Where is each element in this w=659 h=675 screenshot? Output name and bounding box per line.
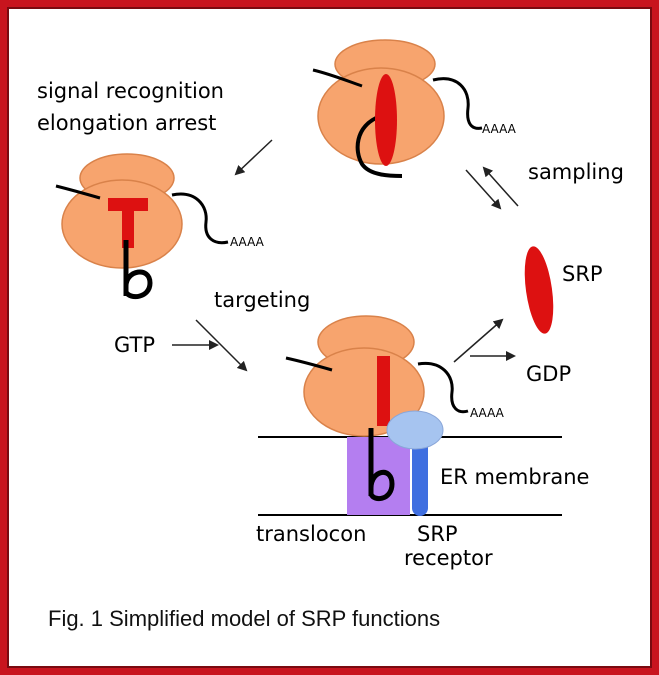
arrow-recognition xyxy=(234,139,273,176)
arrow-srp-release xyxy=(453,318,504,363)
label-gdp: GDP xyxy=(526,362,571,386)
label-translocon: translocon xyxy=(256,522,366,546)
ribosome-top xyxy=(312,39,483,178)
srp-receptor-stem xyxy=(412,438,428,516)
srp-particle-left-stem xyxy=(122,198,134,248)
arrow-sampling-in xyxy=(482,166,519,207)
srp-particle-free xyxy=(524,246,554,334)
srp-particle-bottom xyxy=(377,356,390,426)
label-gtp: GTP xyxy=(114,333,155,357)
polya-top-label: AAAA xyxy=(482,122,517,136)
label-srp: SRP xyxy=(562,262,603,286)
arrow-sampling-out xyxy=(465,169,502,210)
label-srp-receptor-line1: SRP xyxy=(417,522,458,546)
ribosome-left xyxy=(55,153,229,300)
label-signal-recognition: signal recognition xyxy=(37,79,224,103)
label-er-membrane: ER membrane xyxy=(440,465,589,489)
label-sampling: sampling xyxy=(528,160,624,184)
figure-caption: Fig. 1 Simplified model of SRP functions xyxy=(48,606,441,631)
arrow-targeting xyxy=(195,319,248,372)
ribosome-bottom xyxy=(285,315,469,502)
polya-bottom-label: AAAA xyxy=(470,406,505,420)
polya-left-label: AAAA xyxy=(230,235,265,249)
srp-particle-top xyxy=(375,74,397,166)
label-srp-receptor-line2: receptor xyxy=(404,546,493,570)
label-elongation-arrest: elongation arrest xyxy=(37,111,216,135)
srp-receptor-head xyxy=(386,410,444,450)
label-targeting: targeting xyxy=(214,288,310,312)
